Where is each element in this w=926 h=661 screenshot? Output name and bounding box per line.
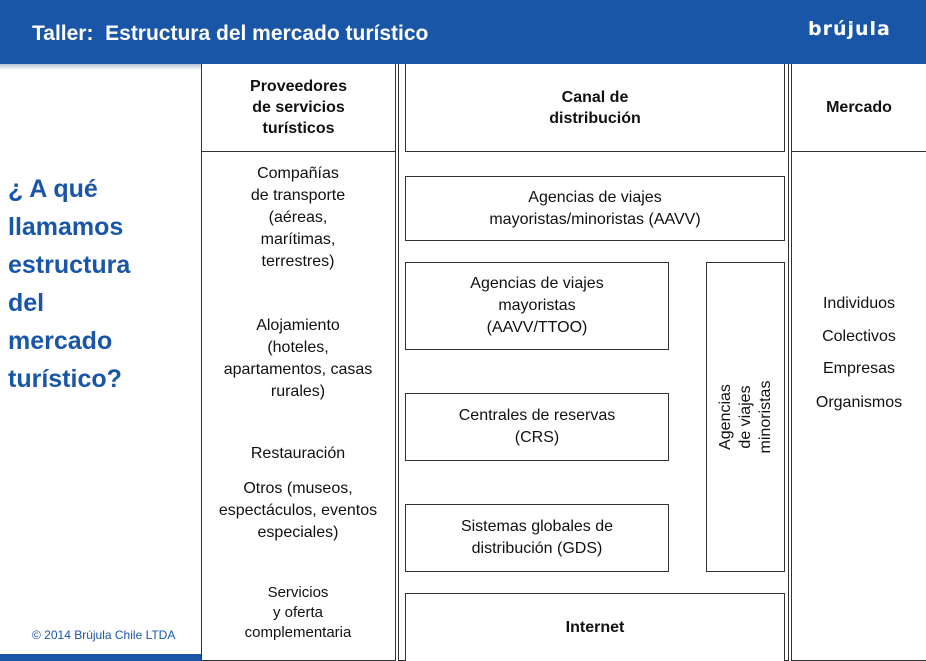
market-item: Empresas xyxy=(822,360,896,377)
channel-header-label: Canal de distribución xyxy=(549,88,641,127)
provider-restaurants: Restauración xyxy=(250,445,346,462)
channel-ttoo-label: Agencias de viajes mayoristas (AAVV/TTOO… xyxy=(470,275,604,336)
market-item: Individuos xyxy=(822,295,896,312)
market-header-label: Mercado xyxy=(826,99,892,116)
channel-internet-label: Internet xyxy=(565,618,625,636)
market-item: Colectivos xyxy=(822,328,896,345)
provider-transport: Compañías de transporte (aéreas, marítim… xyxy=(250,165,346,270)
copyright-text: © 2014 Brújula Chile LTDA xyxy=(32,628,176,642)
question-line: del xyxy=(8,289,45,317)
providers-header: Proveedores de servicios turísticos xyxy=(201,64,396,152)
question-line: llamamos xyxy=(8,213,124,241)
question-line: estructura xyxy=(8,251,131,279)
page-title: Taller: Estructura del mercado turístico xyxy=(32,22,429,45)
channel-crs: Centrales de reservas (CRS) xyxy=(405,393,669,461)
question-line: mercado xyxy=(8,327,113,355)
channel-retail-vertical-label: Agencias de viajes minoristas xyxy=(716,380,774,454)
provider-others: Otros (museos, espectáculos, eventos esp… xyxy=(218,480,378,541)
provider-complementary: Servicios y oferta complementaria xyxy=(244,584,352,641)
question-line: turístico? xyxy=(8,365,122,393)
providers-header-label: Proveedores de servicios turísticos xyxy=(250,78,347,137)
market-header: Mercado xyxy=(791,64,926,152)
question-line: ¿ A qué xyxy=(8,175,98,203)
question-text: ¿ A qué llamamos estructura del mercado … xyxy=(8,170,198,398)
channel-internet: Internet xyxy=(405,593,785,661)
market-item: Organismos xyxy=(815,394,903,411)
header-bar: Taller: Estructura del mercado turístico… xyxy=(0,0,926,70)
channel-ttoo: Agencias de viajes mayoristas (AAVV/TTOO… xyxy=(405,262,669,350)
brujula-logo: brújula xyxy=(808,18,891,40)
channel-gds: Sistemas globales de distribución (GDS) xyxy=(405,504,669,572)
channel-aavv-label: Agencias de viajes mayoristas/minoristas… xyxy=(489,188,701,228)
market-column xyxy=(791,64,926,661)
market-structure-diagram: Proveedores de servicios turísticos Comp… xyxy=(201,64,926,661)
channel-header: Canal de distribución xyxy=(405,64,785,152)
channel-aavv: Agencias de viajes mayoristas/minoristas… xyxy=(405,176,785,241)
channel-crs-label: Centrales de reservas (CRS) xyxy=(458,407,616,446)
providers-column xyxy=(201,64,396,661)
provider-lodging: Alojamiento (hoteles, apartamentos, casa… xyxy=(223,317,373,400)
channel-retail-vertical: Agencias de viajes minoristas xyxy=(706,262,785,572)
channel-gds-label: Sistemas globales de distribución (GDS) xyxy=(460,518,614,557)
